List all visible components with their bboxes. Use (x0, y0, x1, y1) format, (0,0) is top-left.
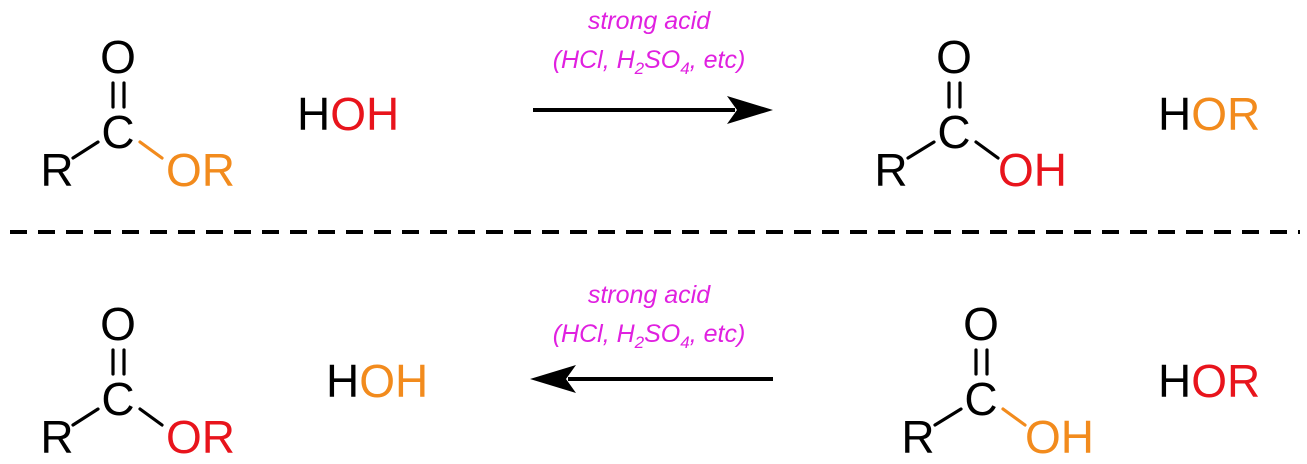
subscript-2: 2 (634, 333, 645, 352)
r-group: R (901, 411, 934, 463)
r-c-bond (71, 140, 100, 160)
reverse-arrow-icon (530, 365, 773, 393)
cond-mid: SO (644, 46, 680, 74)
reaction-reverse: O C R OR HOH strong acid (HCl, H2SO4, et… (40, 281, 1260, 463)
hydroxyl-group: OH (1025, 411, 1094, 463)
reactant-acid: O C R OH (901, 298, 1094, 463)
c-o-bond (974, 140, 1000, 160)
carbonyl-oxygen: O (963, 298, 999, 350)
r-c-bond (933, 407, 963, 427)
carbonyl-oxygen: O (936, 31, 972, 83)
cond-post: , etc) (690, 46, 746, 74)
water-oh: OH (359, 355, 428, 407)
hydroxyl-group: OH (998, 144, 1067, 196)
alkoxy-group: OR (166, 411, 235, 463)
water-h: H (326, 355, 359, 407)
conditions-line2: (HCl, H2SO4, etc) (553, 320, 746, 352)
alcohol-or: OR (1191, 88, 1260, 140)
cond-mid: SO (644, 320, 680, 348)
carbonyl-carbon: C (101, 373, 134, 425)
carbonyl-carbon: C (964, 373, 997, 425)
r-group: R (40, 144, 73, 196)
subscript-4: 4 (680, 333, 689, 352)
subscript-4: 4 (680, 59, 689, 78)
product-acid: O C R OH (874, 31, 1067, 196)
product-ester: O C R OR (40, 298, 235, 463)
carbonyl-oxygen: O (100, 298, 136, 350)
alcohol-or: OR (1191, 355, 1260, 407)
c-o-bond (138, 140, 164, 160)
reactant-ester: O C R OR (40, 31, 235, 196)
cond-pre: (HCl, H (553, 46, 636, 74)
water-product: HOH (326, 355, 428, 407)
alkoxy-group: OR (166, 144, 235, 196)
forward-arrow-icon (533, 96, 773, 124)
reaction-forward: O C R OR HOH strong acid (HCl, H2SO4, et… (40, 7, 1260, 196)
water-reagent: HOH (297, 88, 399, 140)
cond-pre: (HCl, H (553, 320, 636, 348)
r-c-bond (71, 407, 100, 427)
alcohol-product: HOR (1158, 88, 1260, 140)
r-group: R (40, 411, 73, 463)
carbonyl-oxygen: O (100, 31, 136, 83)
carbonyl-carbon: C (101, 106, 134, 158)
conditions-line1: strong acid (588, 7, 711, 35)
subscript-2: 2 (634, 59, 645, 78)
water-h: H (297, 88, 330, 140)
alcohol-reagent: HOR (1158, 355, 1260, 407)
c-o-bond (138, 407, 164, 427)
carbonyl-carbon: C (937, 106, 970, 158)
alcohol-h: H (1158, 355, 1191, 407)
cond-post: , etc) (690, 320, 746, 348)
conditions-line2: (HCl, H2SO4, etc) (553, 46, 746, 78)
r-c-bond (906, 140, 936, 160)
alcohol-h: H (1158, 88, 1191, 140)
r-group: R (874, 144, 907, 196)
c-o-bond (1001, 407, 1027, 427)
conditions-line1: strong acid (588, 281, 711, 309)
water-oh: OH (330, 88, 399, 140)
